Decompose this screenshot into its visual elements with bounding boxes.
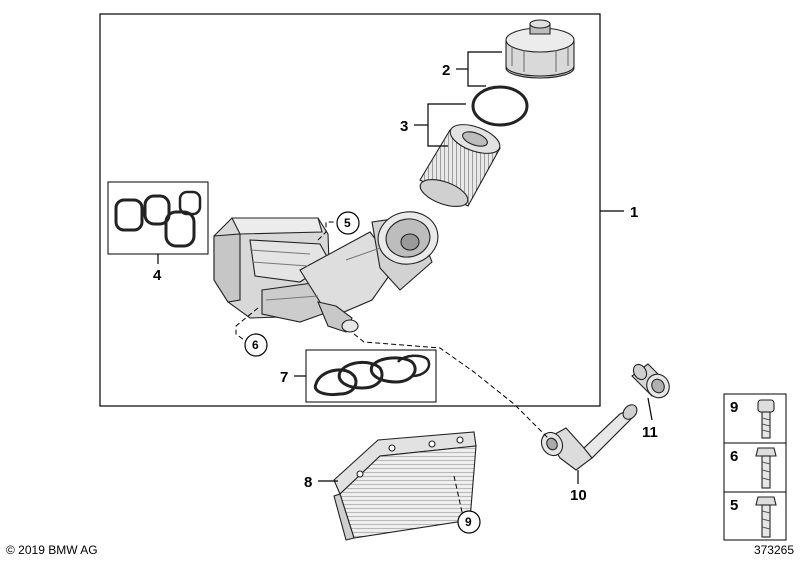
assembly-frame xyxy=(99,13,601,407)
callout-circle-5 xyxy=(336,211,360,235)
oil-filter-cap xyxy=(505,19,575,79)
coolant-pipe-10 xyxy=(540,404,638,471)
gasket-set-4 xyxy=(107,181,209,255)
oil-cooler-8 xyxy=(333,431,477,541)
filter-o-ring xyxy=(471,85,529,127)
callout-3: 3 xyxy=(400,118,408,135)
callout-8: 8 xyxy=(304,474,312,491)
callout-circle-9 xyxy=(457,510,481,534)
diagram-id: 373265 xyxy=(754,543,794,557)
callout-circle-6 xyxy=(244,333,268,357)
bolt-5-icon xyxy=(755,496,777,538)
callout-9: 9 xyxy=(465,515,472,529)
fastener-legend: 9 6 5 xyxy=(723,393,787,541)
leader-lines xyxy=(157,51,653,513)
callout-7: 7 xyxy=(280,369,288,386)
copyright-notice: © 2019 BMW AG xyxy=(6,543,98,557)
legend-number-5: 5 xyxy=(730,497,738,514)
bolt-6-icon xyxy=(755,447,777,489)
callout-1: 1 xyxy=(630,204,638,221)
legend-number-9: 9 xyxy=(730,399,738,416)
gasket-set-7 xyxy=(305,349,437,403)
callout-4: 4 xyxy=(153,267,162,284)
oil-filter-element xyxy=(419,124,501,207)
callout-10: 10 xyxy=(570,487,587,504)
oil-filter-housing xyxy=(213,211,439,333)
callout-11: 11 xyxy=(642,424,658,441)
pipe-connector-11 xyxy=(631,363,670,399)
legend-number-6: 6 xyxy=(730,448,738,465)
bolt-9-icon xyxy=(757,399,775,439)
callout-5: 5 xyxy=(344,216,351,230)
callout-6: 6 xyxy=(252,338,259,352)
callout-2: 2 xyxy=(442,62,450,79)
